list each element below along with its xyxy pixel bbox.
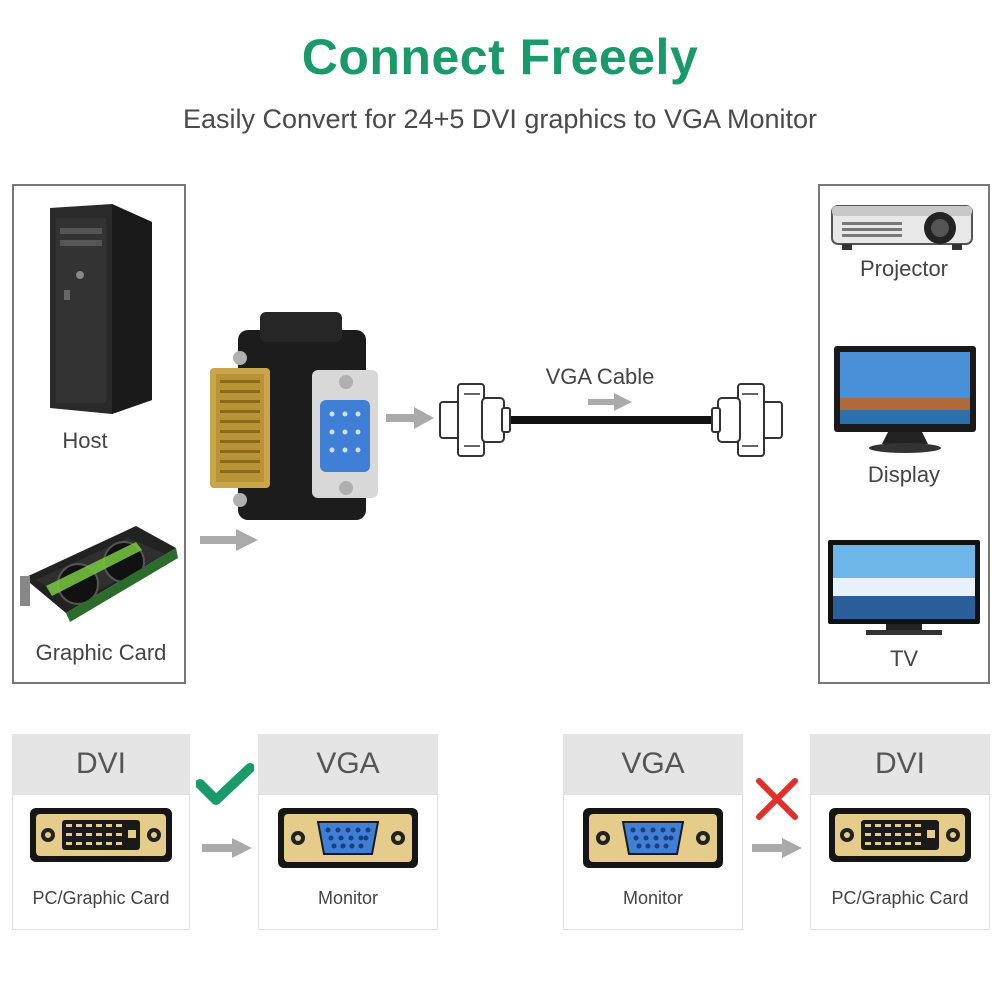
graphic-card-label: Graphic Card	[35, 640, 167, 665]
compat-bad-to-head: DVI	[810, 734, 990, 794]
arrow-right-icon	[386, 407, 436, 429]
vga-cable-icon	[436, 378, 786, 468]
compat-ok-from-head: DVI	[12, 734, 190, 794]
tv-icon	[826, 538, 982, 638]
compat-ok-to-label: Monitor	[317, 888, 379, 908]
dvi-port-icon	[829, 808, 971, 862]
vga-port-icon	[583, 808, 723, 868]
vga-port-icon	[278, 808, 418, 868]
compat-bad-from-head: VGA	[563, 734, 743, 794]
cross-icon	[754, 776, 800, 822]
page-subtitle: Easily Convert for 24+5 DVI graphics to …	[182, 104, 818, 134]
tv-label: TV	[889, 646, 919, 671]
check-icon	[196, 762, 254, 808]
compat-ok-from-label: PC/Graphic Card	[32, 888, 170, 908]
page-title: Connect Freeely	[301, 29, 699, 85]
dvi-vga-adapter-icon	[200, 310, 390, 525]
compat-bad-from-label: Monitor	[622, 888, 684, 908]
arrow-right-icon	[752, 838, 804, 858]
dvi-port-icon	[30, 808, 172, 862]
host-tower-icon	[42, 200, 157, 420]
vga-cable-label: VGA Cable	[545, 364, 655, 389]
projector-label: Projector	[859, 256, 949, 281]
projector-icon	[828, 198, 978, 254]
host-label: Host	[62, 428, 108, 453]
arrow-right-icon	[200, 529, 260, 551]
arrow-right-icon	[588, 393, 634, 411]
compat-bad-to-label: PC/Graphic Card	[831, 888, 969, 908]
graphics-card-icon	[16, 518, 181, 628]
arrow-right-icon	[202, 838, 254, 858]
display-label: Display	[867, 462, 941, 487]
compat-ok-to-head: VGA	[258, 734, 438, 794]
monitor-icon	[832, 344, 978, 456]
